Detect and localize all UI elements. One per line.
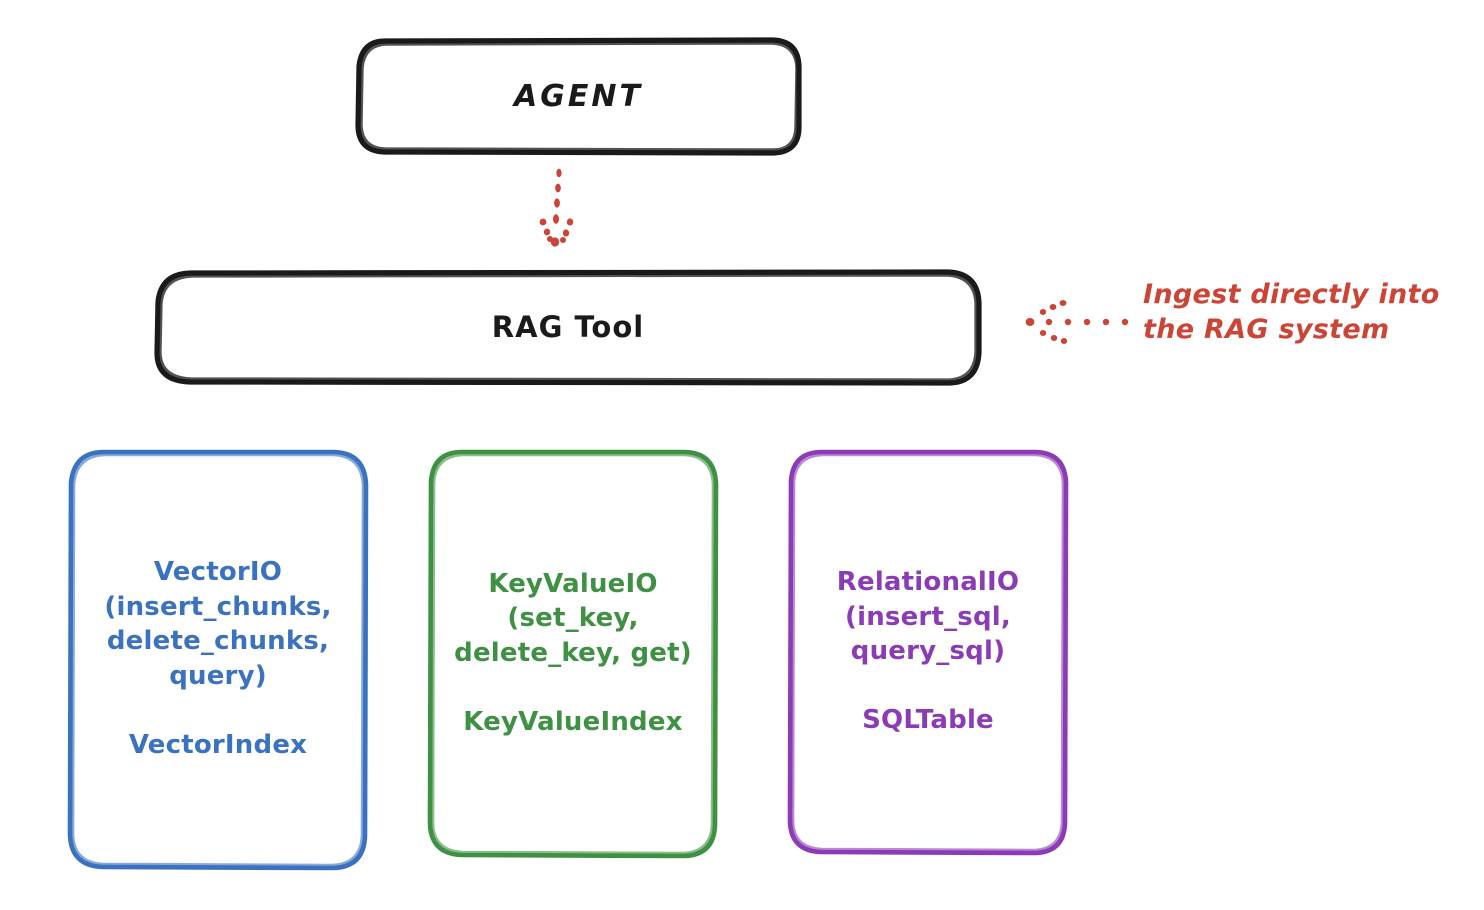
vector-io-box-outline [67, 449, 369, 871]
agent-label: AGENT [514, 78, 643, 114]
vector-io-node[interactable]: VectorIO (insert_chunks, delete_chunks, … [70, 450, 366, 868]
rag-tool-label: RAG Tool [491, 310, 645, 345]
agent-to-rag-tool-arrow [539, 168, 574, 247]
key-value-io-box-outline [427, 449, 719, 859]
key-value-io-node[interactable]: KeyValueIO (set_key, delete_key, get) Ke… [430, 450, 716, 856]
ingest-annotation-label: Ingest directly into the RAG system [1143, 279, 1440, 345]
vector-io-label: VectorIO (insert_chunks, delete_chunks, … [104, 557, 332, 761]
ingest-annotation-arrow [1025, 300, 1129, 344]
rag-tool-box-outline [154, 269, 982, 386]
relational-io-node[interactable]: RelationalIO (insert_sql, query_sql) SQL… [790, 450, 1066, 853]
agent-box-outline [355, 37, 802, 156]
agent-node[interactable]: AGENT [357, 40, 800, 153]
rag-tool-node[interactable]: RAG Tool [156, 272, 980, 383]
relational-io-label: RelationalIO (insert_sql, query_sql) SQL… [836, 567, 1020, 736]
relational-io-box-outline [787, 449, 1069, 856]
key-value-io-label: KeyValueIO (set_key, delete_key, get) Ke… [454, 568, 692, 737]
ingest-annotation: Ingest directly into the RAG system [1143, 278, 1473, 347]
